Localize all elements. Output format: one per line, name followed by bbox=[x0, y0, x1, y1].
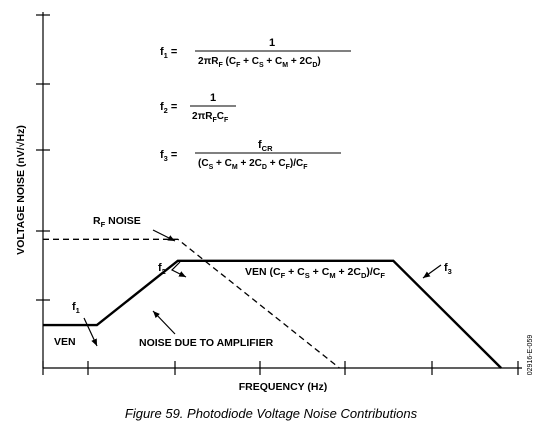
equation-f3-numerator: fCR bbox=[258, 139, 273, 153]
f1-label: f1 bbox=[72, 301, 80, 315]
equation-f1-numerator: 1 bbox=[269, 37, 275, 49]
equation-f3: f3 = fCR (CS + CM + 2CD + CF)/CF bbox=[160, 139, 341, 171]
series-line-1 bbox=[43, 238, 340, 369]
figure-caption: Figure 59. Photodiode Voltage Noise Cont… bbox=[125, 406, 418, 421]
x-axis-ticks bbox=[42, 361, 519, 375]
noise-due-to-amplifier-label: NOISE DUE TO AMPLIFIER bbox=[139, 337, 274, 349]
equation-f3-denominator: (CS + CM + 2CD + CF)/CF bbox=[198, 158, 308, 171]
equation-f2: f2 = 1 2πRFCF bbox=[160, 92, 236, 124]
f3-arrow bbox=[422, 264, 442, 279]
equation-f2-numerator: 1 bbox=[210, 92, 216, 104]
noise-amplifier-arrow bbox=[152, 310, 176, 335]
f1-arrow bbox=[83, 317, 98, 347]
series-line-0 bbox=[43, 259, 502, 369]
rf-noise-arrow bbox=[152, 229, 176, 242]
y-axis-ticks bbox=[36, 14, 50, 301]
rf-noise-label: RF NOISE bbox=[93, 215, 141, 229]
equation-f1-lhs: f1 = bbox=[160, 46, 177, 60]
equation-f2-denominator: 2πRFCF bbox=[192, 111, 229, 124]
equation-f2-lhs: f2 = bbox=[160, 101, 177, 115]
x-axis-label: FREQUENCY (Hz) bbox=[239, 381, 327, 393]
equation-f1-denominator: 2πRF (CF + CS + CM + 2CD) bbox=[198, 56, 321, 69]
equation-f3-lhs: f3 = bbox=[160, 149, 177, 163]
series-layer bbox=[43, 238, 502, 369]
f2-label: f2 bbox=[158, 262, 166, 276]
ven-label: VEN bbox=[54, 336, 76, 348]
figure-side-code: 02916-E-059 bbox=[527, 335, 534, 376]
equation-f1: f1 = 1 2πRF (CF + CS + CM + 2CD) bbox=[160, 37, 351, 69]
ven-flat-label: VEN (CF + CS + CM + 2CD)/CF bbox=[245, 266, 385, 280]
f3-label: f3 bbox=[444, 262, 452, 276]
f2-arrow bbox=[170, 261, 187, 278]
y-axis-label: VOLTAGE NOISE (nV/√Hz) bbox=[15, 125, 27, 255]
